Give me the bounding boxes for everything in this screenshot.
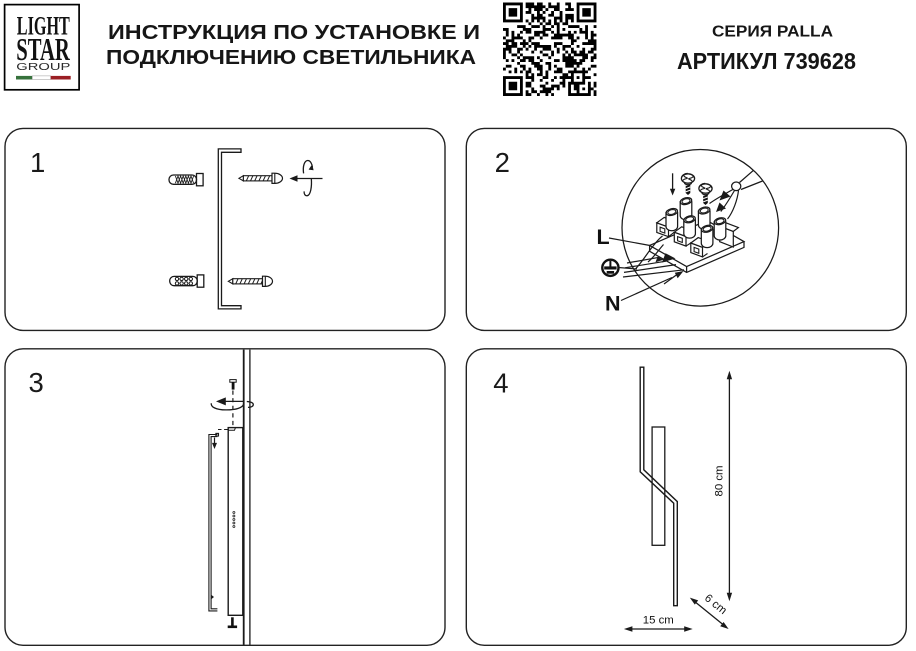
svg-text:СЕРИЯ PALLA: СЕРИЯ PALLA [712,24,833,41]
svg-text:4: 4 [493,367,508,398]
svg-text:1: 1 [30,147,45,178]
svg-text:3: 3 [29,367,44,398]
svg-text:15 cm: 15 cm [643,615,674,627]
svg-text:80 cm: 80 cm [714,465,726,496]
svg-text:АРТИКУЛ 739628: АРТИКУЛ 739628 [677,48,856,74]
svg-text:L: L [597,225,610,249]
svg-text:ПОДКЛЮЧЕНИЮ СВЕТИЛЬНИКА: ПОДКЛЮЧЕНИЮ СВЕТИЛЬНИКА [106,47,476,69]
svg-text:GROUP: GROUP [16,62,70,73]
svg-text:N: N [605,291,621,315]
svg-text:6 cm: 6 cm [702,592,729,617]
svg-text:ИНСТРУКЦИЯ ПО УСТАНОВКЕ И: ИНСТРУКЦИЯ ПО УСТАНОВКЕ И [108,22,480,44]
svg-text:2: 2 [495,147,510,178]
svg-text:LIGHT: LIGHT [17,12,70,41]
svg-text:STAR: STAR [16,32,70,67]
